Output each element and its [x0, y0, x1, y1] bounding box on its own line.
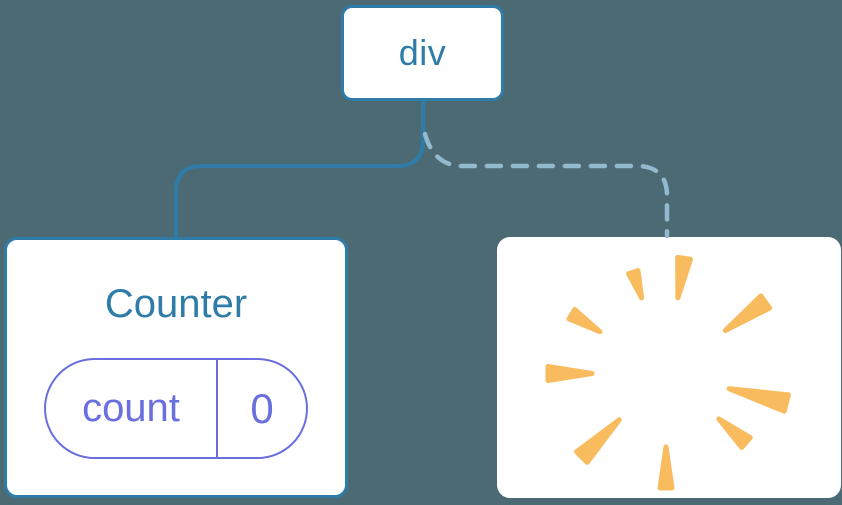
state-value-label: 0 [250, 384, 274, 432]
state-pill: count 0 [44, 358, 308, 459]
counter-card-title: Counter [104, 282, 248, 326]
removed-component-card [497, 237, 841, 498]
state-key-label: count [46, 360, 218, 457]
tree-node-div: div [341, 5, 504, 101]
counter-component-card: Counter count 0 [4, 237, 348, 498]
connector-dashed-line [422, 131, 670, 239]
tree-node-div-label: div [398, 32, 447, 73]
connector-solid-line [174, 101, 425, 238]
